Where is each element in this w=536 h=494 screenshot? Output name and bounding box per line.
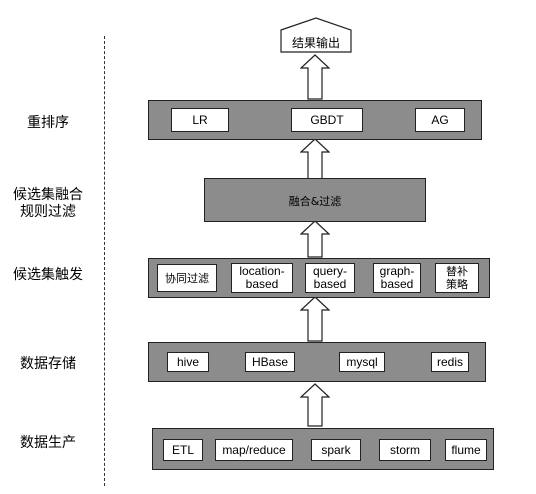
stage-label-production: 数据生产 xyxy=(20,435,76,451)
node-etl: ETL xyxy=(163,439,203,461)
node-redis: redis xyxy=(431,352,469,372)
stage-label-fusion-line1: 候选集融合 xyxy=(13,187,83,203)
node-label-line1: 替补 xyxy=(446,265,468,278)
arrow-up-icon xyxy=(300,54,330,100)
node-hbase: HBase xyxy=(245,352,295,372)
node-label: 协同过滤 xyxy=(165,271,209,285)
node-label-line1: graph- xyxy=(379,264,415,278)
node-lr: LR xyxy=(171,108,229,132)
node-flume: flume xyxy=(445,439,487,461)
node-label-line2: based xyxy=(245,277,279,291)
stage-label-trigger: 候选集触发 xyxy=(13,267,83,283)
arrow-up-icon xyxy=(300,220,330,258)
arrow-up-icon xyxy=(300,296,330,342)
node-gbdt: GBDT xyxy=(291,108,363,132)
arrow-up-icon xyxy=(300,138,330,180)
trigger-layer: 协同过滤 location- based query- based graph-… xyxy=(148,258,490,298)
arrow-up-icon xyxy=(300,383,330,427)
node-storm: storm xyxy=(379,439,431,461)
output-label: 结果输出 xyxy=(291,36,340,50)
stage-label-rerank: 重排序 xyxy=(27,115,69,131)
node-query-based: query- based xyxy=(305,263,355,293)
node-mysql: mysql xyxy=(339,352,385,372)
node-label-line2: 策略 xyxy=(446,278,468,291)
fusion-label: 融合&过滤 xyxy=(288,195,342,208)
rerank-layer: LR GBDT AG xyxy=(148,100,482,140)
node-label-line2: based xyxy=(313,277,347,291)
storage-layer: hive HBase mysql redis xyxy=(148,342,486,382)
node-map-reduce: map/reduce xyxy=(215,439,293,461)
dashed-divider xyxy=(104,36,105,486)
node-hive: hive xyxy=(167,352,209,372)
node-fallback-strategy: 替补 策略 xyxy=(435,263,479,293)
fusion-layer: 融合&过滤 xyxy=(204,178,426,222)
node-spark: spark xyxy=(311,439,361,461)
output-box xyxy=(280,17,352,53)
node-label-line2: based xyxy=(380,277,414,291)
production-layer: ETL map/reduce spark storm flume xyxy=(152,428,494,470)
node-label-line1: location- xyxy=(239,264,285,278)
node-collaborative-filtering: 协同过滤 xyxy=(157,264,217,292)
node-location-based: location- based xyxy=(231,263,293,293)
stage-label-fusion-line2: 规则过滤 xyxy=(20,204,76,220)
node-label-line1: query- xyxy=(312,264,347,278)
node-ag: AG xyxy=(415,108,465,132)
stage-label-storage: 数据存储 xyxy=(20,356,76,372)
node-graph-based: graph- based xyxy=(373,263,421,293)
stage-label-fusion: 候选集融合 规则过滤 xyxy=(0,187,96,221)
